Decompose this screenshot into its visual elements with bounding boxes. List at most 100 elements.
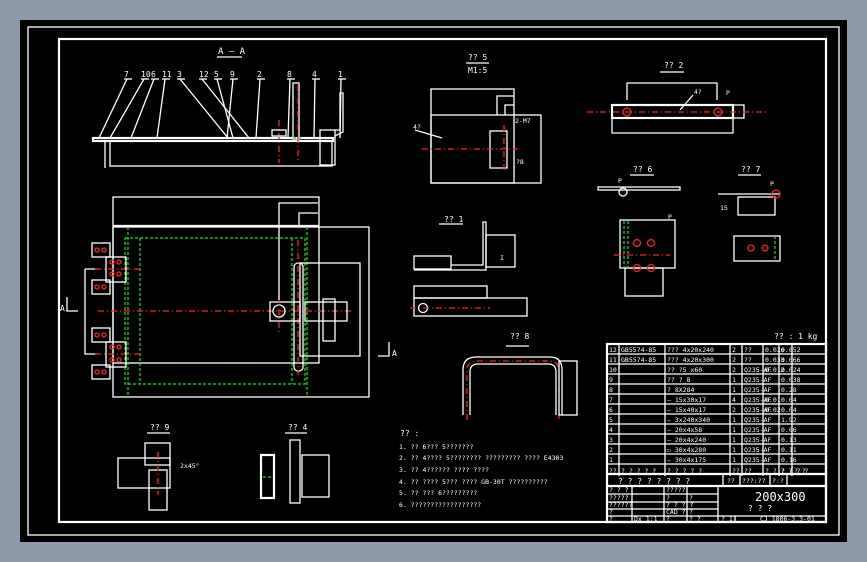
bolt-hole <box>109 357 115 363</box>
bom-cell: Q235-AF <box>744 416 771 424</box>
callout-label: 2 <box>257 70 262 79</box>
callout-leader <box>226 78 234 139</box>
sheet-no: ?:? <box>772 477 784 485</box>
bom-cell: 7 <box>609 396 613 404</box>
plan-view[interactable]: A A <box>60 196 397 398</box>
bom-cell: ?? <box>744 346 752 354</box>
title-cell: ?????? <box>609 501 633 509</box>
bom-header-cell: ?? <box>609 467 617 475</box>
title-cell: ? <box>609 508 613 516</box>
note-item: 5. ?? ??? 6????????? <box>399 489 477 497</box>
drawing-no-label: ?? <box>727 477 735 485</box>
bom-cell: 1 <box>732 436 736 444</box>
detail-7-view[interactable]: ?? 7 15 P <box>718 165 781 262</box>
bolt-hole <box>101 369 107 375</box>
bom-cell: 3 <box>609 436 613 444</box>
detail-1-view[interactable]: ?? 1 I <box>410 215 528 317</box>
detail-4-title: ?? 4 <box>288 423 307 432</box>
bom-cell: 0.16 <box>781 456 797 464</box>
bom-cell: Q235-AF <box>744 456 771 464</box>
bom-cell: 0.11 <box>781 446 797 454</box>
bom-cell: Q235-AF <box>744 386 771 394</box>
bom-cell: 1 <box>732 426 736 434</box>
callout-label: 12 <box>199 70 209 79</box>
bolt-hole <box>109 344 115 350</box>
bom-cell: 0.038 <box>781 376 801 384</box>
bom-cell: 1 <box>732 386 736 394</box>
detail-5-note: 2-M7 <box>515 117 531 125</box>
detail-1-title: ?? 1 <box>444 215 463 224</box>
note-item: 6. ?????????????????? <box>399 501 481 509</box>
title-block[interactable]: ? ? ? ? ? ? ? ? ?? ???:?? ?:? ? ? ??????… <box>607 472 826 523</box>
company-row: ? ? ? ? ? ? ? ? <box>618 477 690 486</box>
bom-header-cell: ? ? <box>794 467 806 475</box>
title-cell: ? <box>609 515 613 523</box>
bom-cell: 1 <box>609 456 613 464</box>
bom-cell: ??? 4x20x240 <box>667 346 714 354</box>
section-mark-left: A <box>60 304 65 313</box>
bom-cell: 0.01 <box>765 396 781 404</box>
callout-label: 4 <box>312 70 317 79</box>
bom-cell: 8 <box>609 386 613 394</box>
detail-8-title: ?? 8 <box>510 332 529 341</box>
bom-cell: ?? ?5 x60 <box>667 366 702 374</box>
bolt-hole <box>116 344 122 350</box>
bom-cell: 0.04 <box>781 406 797 414</box>
bom-cell: — 20x4x240 <box>667 436 706 444</box>
bom-cell: 0.026 <box>765 346 785 354</box>
drawing-no: ???:?? <box>742 477 766 485</box>
bolt-hole <box>94 369 100 375</box>
detail-2-view[interactable]: ?? 2 4? P <box>587 61 767 134</box>
bolt-hole <box>101 284 107 290</box>
technical-notes: ?? : 1. ?? 6??? 5??????? 2. ?? 4???? 5??… <box>399 429 563 509</box>
bolt-holes <box>94 247 122 375</box>
bom-cell: 0.06 <box>781 426 797 434</box>
bom-cell: GB5574-85 <box>621 346 656 354</box>
callout-leader <box>313 78 316 139</box>
detail-6-title: ?? 6 <box>633 165 652 174</box>
title-cell: ? <box>689 494 693 502</box>
callout-label: 10 <box>141 70 151 79</box>
bom-cell: ▭ 30x4x280 <box>667 446 706 454</box>
callout-leader <box>287 78 291 139</box>
detail-2-note: P <box>726 89 730 97</box>
detail-5-view[interactable]: ?? 5 M1:5 4? 2-M7 ?8 <box>413 53 542 184</box>
bom-cell: 1.92 <box>781 416 797 424</box>
detail-6-note: P <box>618 177 622 185</box>
detail-6-note: P <box>668 213 672 221</box>
callout-leader <box>255 78 261 139</box>
detail-4-view[interactable]: ?? 4 <box>259 423 330 504</box>
bolt-hole <box>94 284 100 290</box>
bom-header-cell: ? ? ? ? <box>781 467 808 475</box>
bom-cell: 1 <box>732 446 736 454</box>
detail-5-scale: M1:5 <box>468 66 487 75</box>
callout-leader <box>98 78 128 139</box>
bom-cell: Q235-AF <box>744 406 771 414</box>
detail-6-view[interactable]: ?? 6 P P <box>597 165 681 297</box>
bom-cell: Q235-AF <box>744 396 771 404</box>
callout-leader <box>179 78 229 139</box>
callout-label: 1 <box>338 70 343 79</box>
callout-label: 5 <box>214 70 219 79</box>
callout-label: 3 <box>177 70 182 79</box>
detail-9-view[interactable]: ?? 9 2x45° <box>117 423 200 511</box>
note-item: 4. ?? ???? 5??? ???? GB-30T ?????????? <box>399 478 548 486</box>
title-cell: ? <box>666 494 670 502</box>
drawing-subtitle: ? ? ? <box>748 504 772 513</box>
bom-cell: 1 <box>732 416 736 424</box>
bom-cell: ??? 4x20x300 <box>667 356 714 364</box>
bom-cell: — 15x40x17 <box>667 406 706 414</box>
detail-8-view[interactable]: ?? 8 <box>462 332 578 420</box>
detail-2-note: 4? <box>694 88 702 96</box>
title-cell: ????? <box>609 494 629 502</box>
section-aa-title: A — A <box>218 47 246 57</box>
bom-cell: 0.28 <box>781 386 797 394</box>
bom-cell: 2 <box>732 346 736 354</box>
bom-cell: — 30x4x175 <box>667 456 706 464</box>
